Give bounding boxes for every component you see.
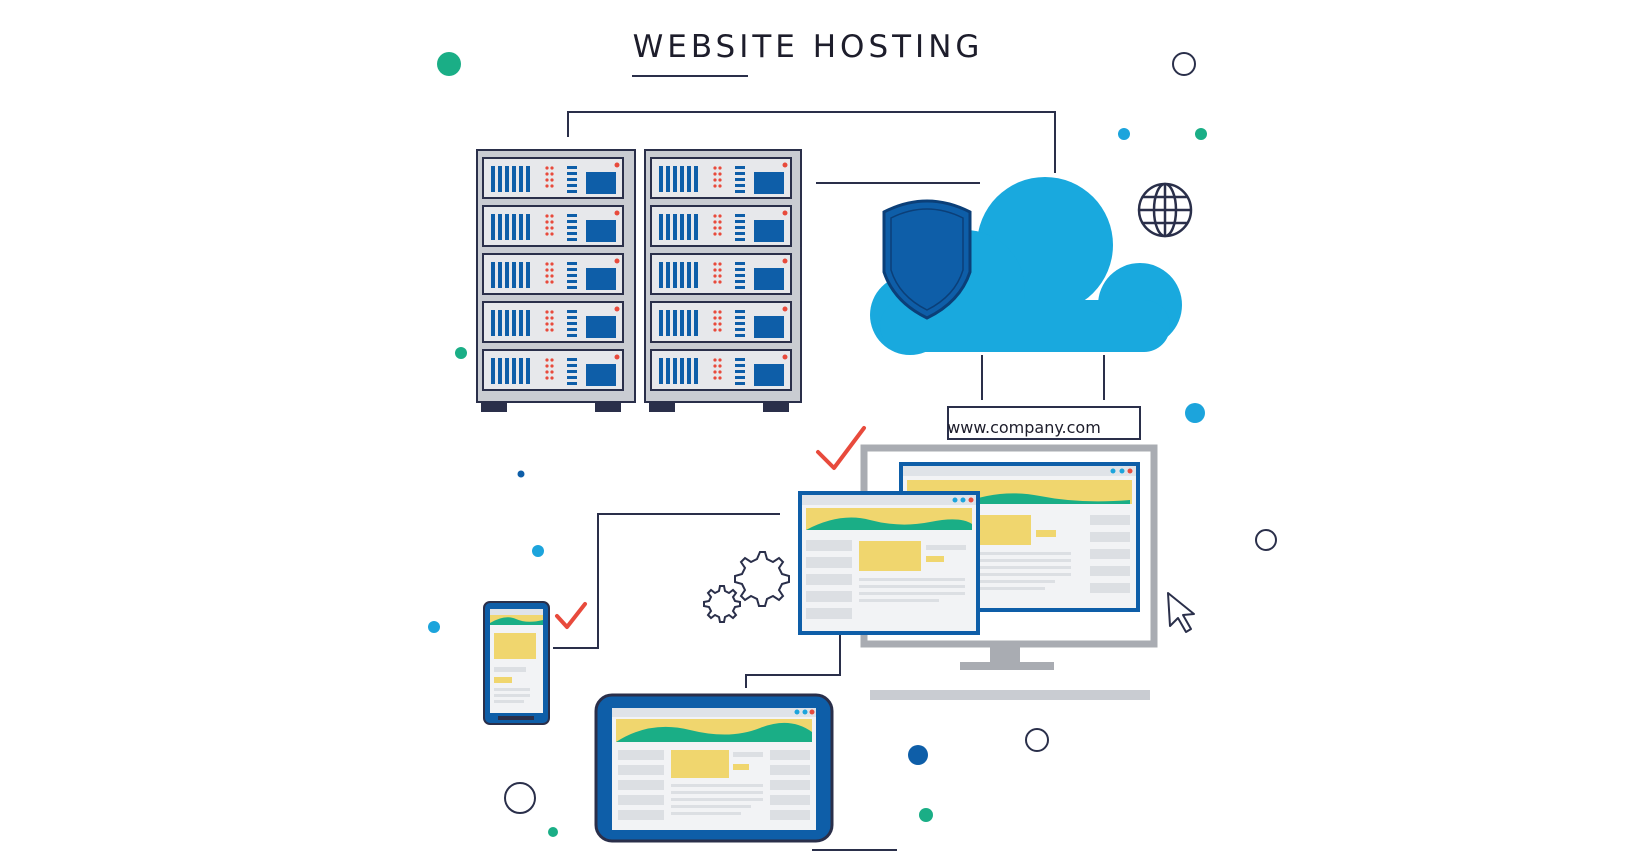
decorative-dots: [428, 52, 1277, 837]
gear-icon: [734, 551, 790, 607]
cursor-icon: [1167, 592, 1195, 633]
gear-icon: [703, 585, 741, 623]
smartphone-icon: [483, 601, 550, 725]
page-title: WEBSITE HOSTING: [633, 29, 984, 65]
checkmark-icon: [816, 426, 866, 470]
server-rack-icon: [644, 149, 802, 412]
server-rack-icon: [476, 149, 636, 412]
tablet-icon: [594, 693, 834, 843]
url-box: [947, 406, 1141, 440]
globe-icon: [1137, 182, 1193, 238]
shield-icon: [882, 199, 972, 320]
connector-lines: [553, 111, 1105, 851]
shield-inner-outline: [890, 208, 964, 311]
url-label: www.company.com: [947, 418, 1101, 437]
laptop-window-icon: [798, 491, 980, 635]
cloud-icon: [870, 177, 1182, 355]
checkmark-icon: [555, 602, 587, 629]
